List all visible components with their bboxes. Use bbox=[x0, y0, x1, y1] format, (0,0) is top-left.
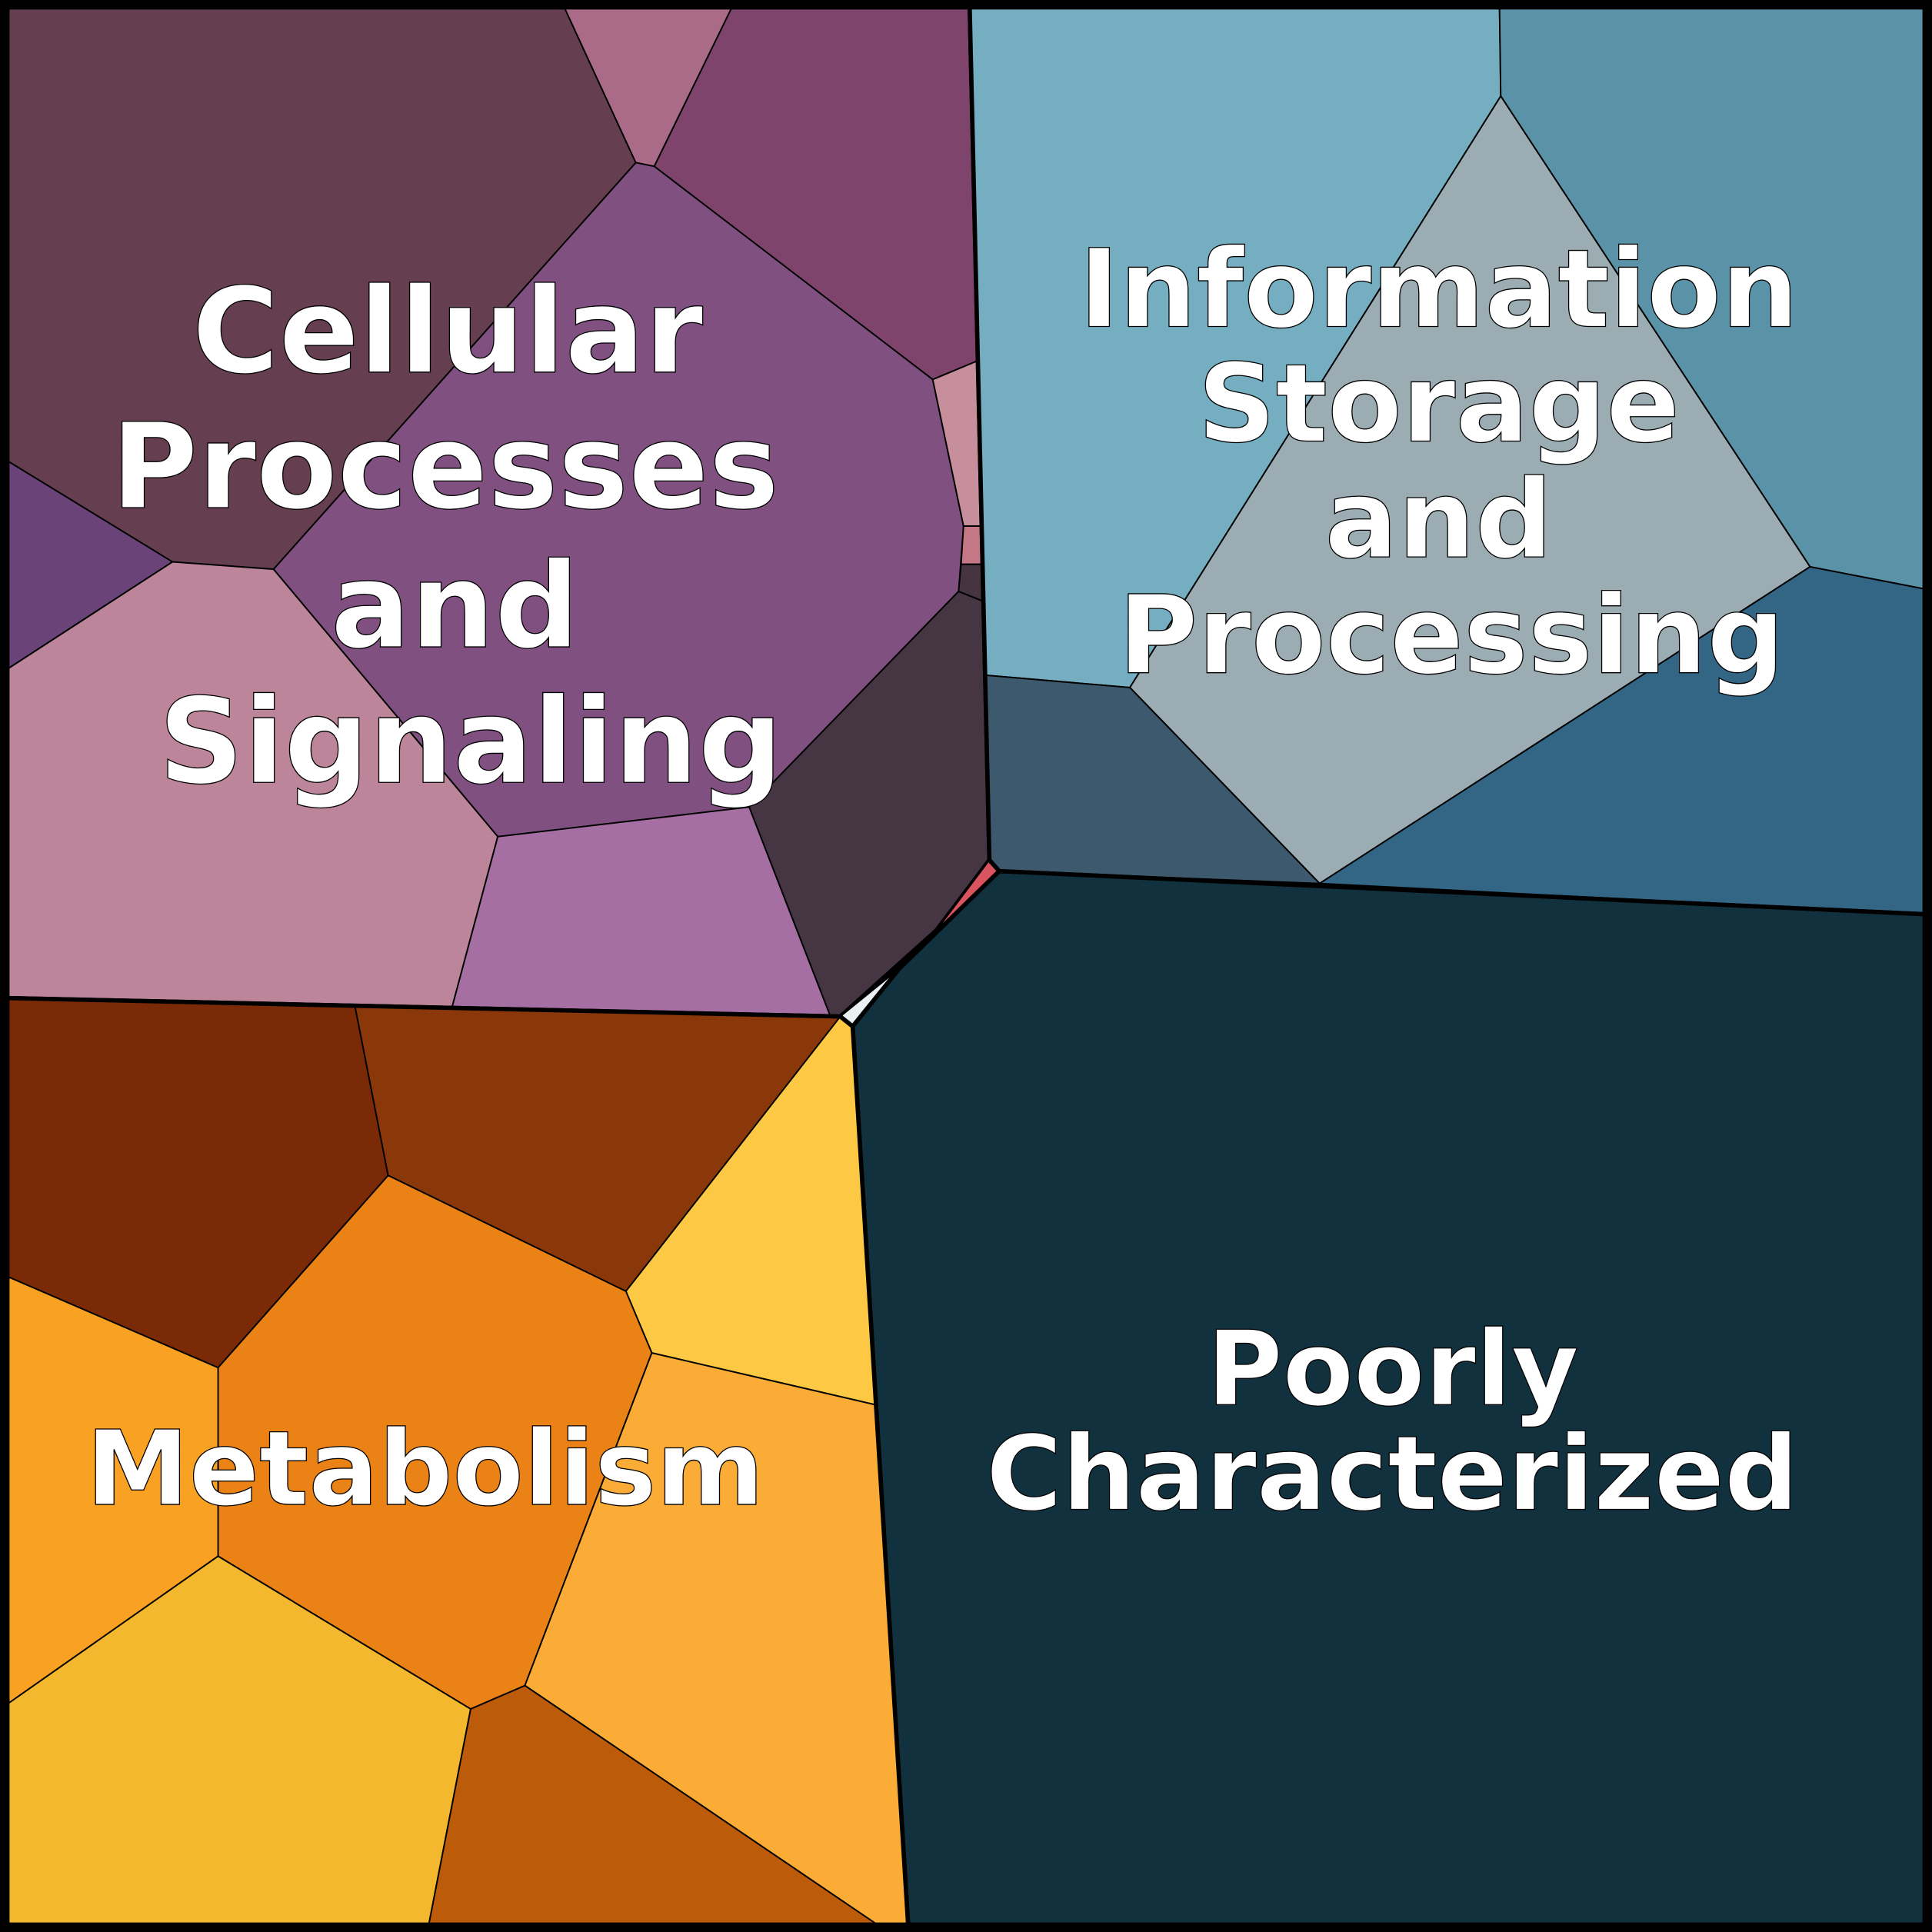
label-poorly-characterized: Poorly Characterized bbox=[986, 1308, 1798, 1534]
label-metabolism: Metabolism bbox=[86, 1408, 764, 1529]
group-information-storage bbox=[968, 5, 1927, 917]
group-metabolism bbox=[5, 995, 911, 1927]
label-information-storage: Information Storage and Processing bbox=[1079, 227, 1837, 699]
cell[interactable] bbox=[960, 525, 983, 565]
group-cellular-processes bbox=[5, 5, 992, 1019]
label-cellular-processes: Cellular Processes and Signaling bbox=[112, 263, 821, 811]
